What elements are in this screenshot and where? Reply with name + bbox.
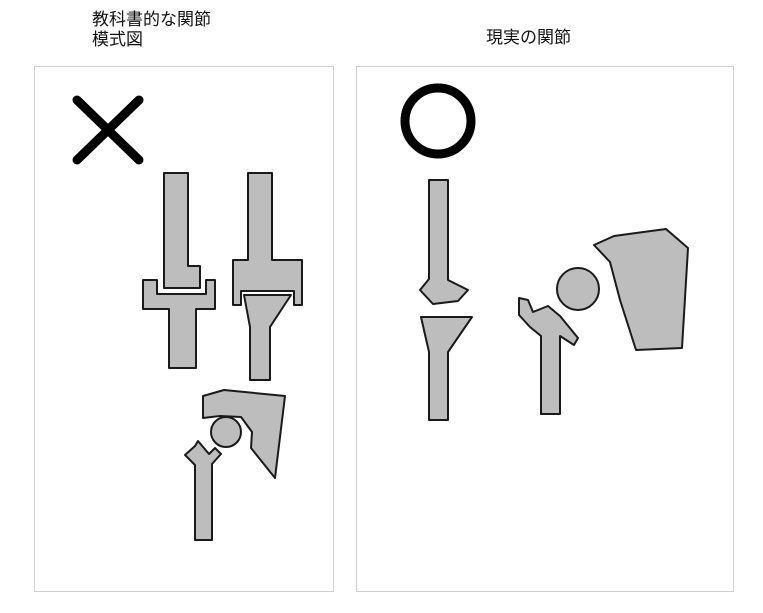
schematic-upper-socket-bone — [232, 172, 303, 306]
schematic-ball-joint — [184, 389, 286, 541]
circle-mark-icon — [400, 83, 476, 159]
schematic-lower-bone-socket — [142, 279, 216, 369]
schematic-femur — [184, 440, 222, 541]
real-knee-joint — [419, 179, 473, 421]
schematic-lower-tapered-bone — [243, 294, 292, 381]
left-title-line2: 模式図 — [92, 30, 143, 50]
right-title: 現実の関節 — [486, 28, 571, 48]
schematic-upper-bone — [163, 172, 201, 289]
real-pelvis — [593, 228, 689, 351]
left-title: 教科書的な関節 模式図 — [92, 10, 211, 50]
cross-mark-icon — [72, 95, 144, 165]
schematic-ball — [210, 416, 242, 448]
real-ball — [556, 267, 600, 311]
left-title-line1: 教科書的な関節 — [92, 10, 211, 30]
schematic-socket — [202, 389, 286, 479]
real-upper-bone — [419, 179, 469, 305]
schematic-joint-square — [142, 172, 216, 369]
real-lower-bone — [420, 316, 473, 421]
real-hip-joint — [518, 228, 689, 415]
schematic-joint-tapered — [232, 172, 303, 381]
real-femur — [518, 297, 579, 415]
